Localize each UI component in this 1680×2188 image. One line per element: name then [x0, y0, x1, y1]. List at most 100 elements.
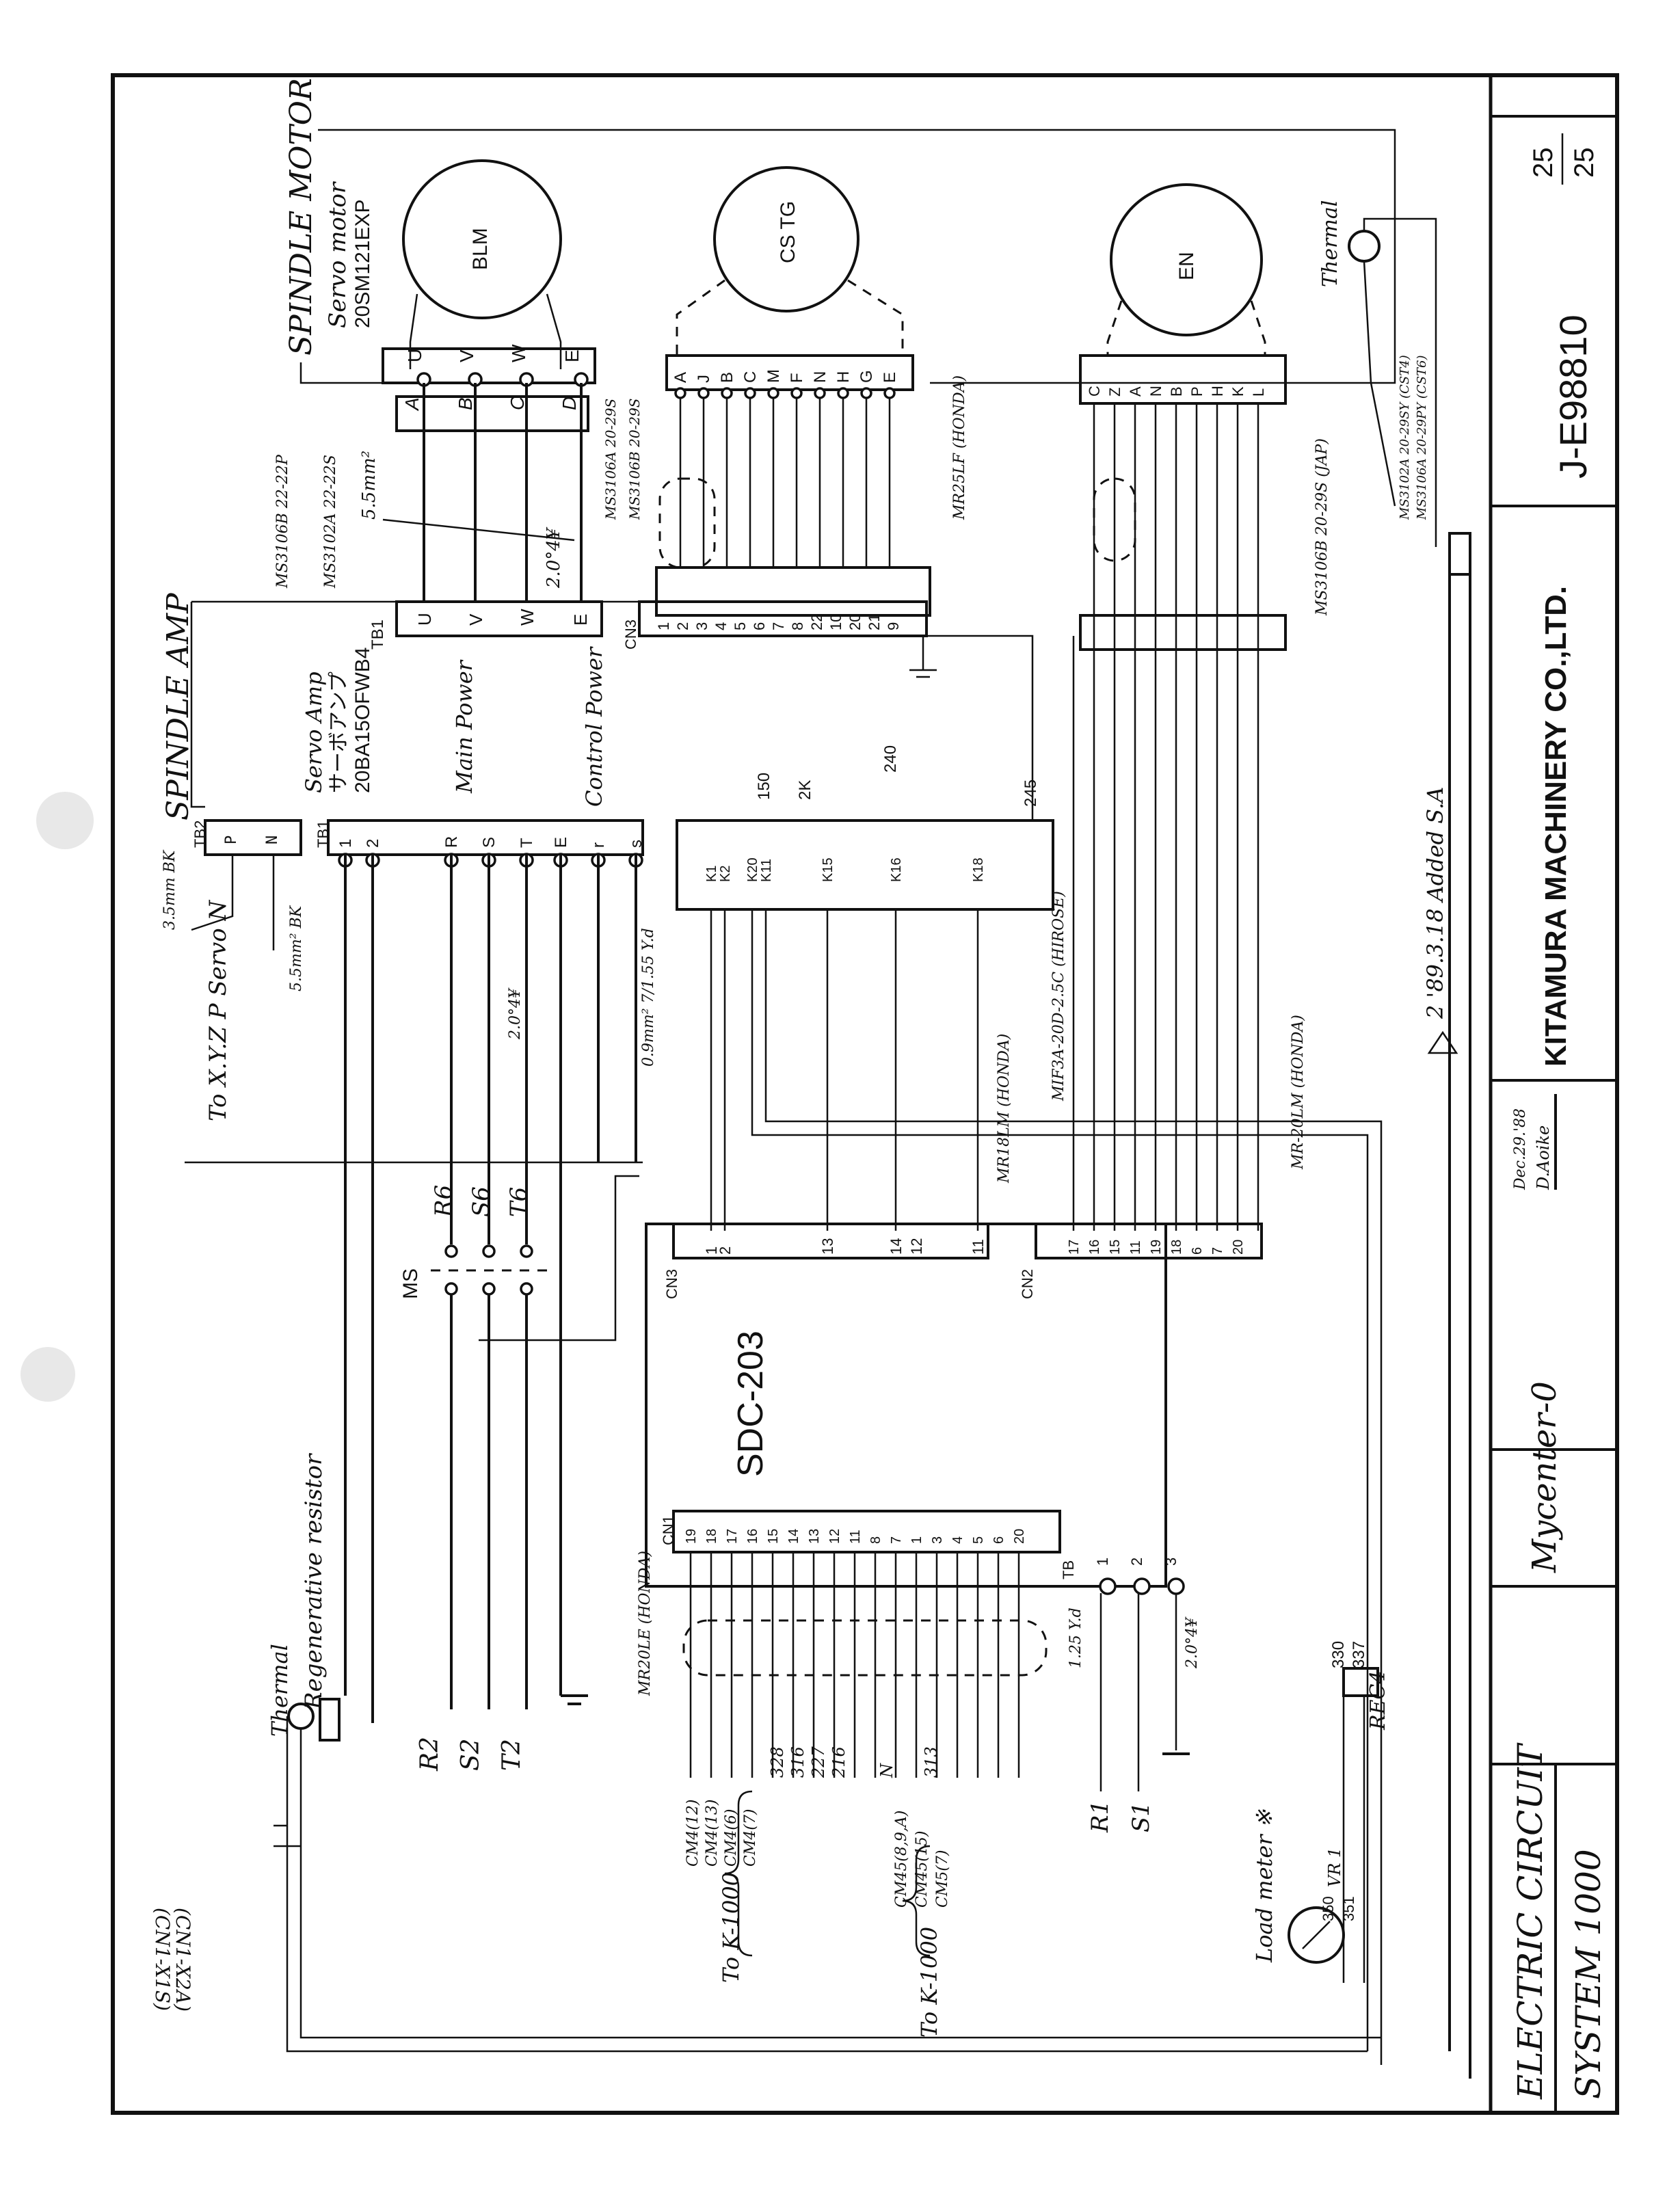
amp-cn3-pin: 10	[827, 614, 844, 630]
t2-label: T2	[498, 1739, 526, 1771]
wire-5-5-bk: 5.5mm² BK	[288, 905, 305, 991]
conn-thermal-2: MS3106A 20-29PY (CST6)	[1415, 355, 1429, 520]
servo-amp-model: 20BA15OFWB4	[351, 648, 374, 793]
to-xyz-servo: To X.Y.Z P Servo N	[204, 900, 232, 1121]
sdc-cn1-pin: 6	[991, 1536, 1006, 1544]
to-k1000-a: To K-1000	[718, 1872, 744, 1983]
blm-label: BLM	[469, 228, 492, 270]
sdc-cn2-pin: 20	[1231, 1240, 1246, 1255]
cstg-pin: M	[764, 369, 783, 383]
terminal-pin	[860, 387, 872, 399]
title-system-1000: SYSTEM 1000	[1569, 1849, 1608, 2099]
amp-cn3-pin: 5	[732, 622, 749, 630]
tb2-label: TB2	[191, 820, 209, 848]
ms-out-t6: T6	[505, 1187, 533, 1217]
conn-pin-b: B	[455, 397, 476, 410]
tb1-lower-label: TB1	[315, 820, 332, 848]
wire-0-9: 0.9mm² 7/1.55 Y.d	[640, 928, 657, 1067]
punch-hole-top	[36, 792, 94, 849]
terminal-pin	[790, 387, 803, 399]
conn-ms3106b-20-29s: MS3106B 20-29S	[626, 399, 643, 521]
cstg-pin: F	[788, 373, 806, 383]
tb1-lower-pin: T	[518, 838, 536, 848]
sheet-total: 25	[1569, 148, 1599, 178]
signal-245: 245	[1022, 779, 1040, 807]
revision-block: 2 '89.3.18 Added S.A	[1422, 787, 1458, 1054]
en-pin: K	[1229, 386, 1246, 397]
sdc-cn2-pin: 6	[1190, 1247, 1205, 1255]
revision-note: 2 '89.3.18 Added S.A	[1422, 787, 1448, 1019]
cstg-pin: N	[811, 371, 829, 383]
sdc-cn3-pin: 1	[703, 1246, 720, 1255]
terminal-pin	[837, 387, 849, 399]
tb1-pin-u: U	[414, 613, 435, 626]
spindle-amp-section: SPINDLE AMP Servo Amp サーボアンプ 20BA15OFWB4…	[161, 592, 1307, 1723]
tb1-lower-pin: 2	[364, 839, 382, 848]
conn-ms3102a-22-22s: MS3102A 22-22S	[322, 455, 339, 589]
sdc-cn2-pin: 18	[1169, 1240, 1184, 1255]
sdc-cn1-pin: 17	[725, 1529, 740, 1544]
ms-label: MS	[399, 1268, 422, 1299]
blm-pin-w: W	[508, 344, 529, 362]
amp-cn3-pin: 3	[693, 622, 710, 630]
cm45-label: CM5(7)	[934, 1850, 951, 1908]
tb1-lower-pin: S	[480, 837, 498, 848]
k-pin: K11	[759, 859, 774, 882]
conn-ms3106a-20-29s: MS3106A 20-29S	[602, 399, 619, 520]
blm-motor-symbol	[402, 159, 562, 319]
spindle-motor-title: SPINDLE MOTOR	[284, 78, 319, 356]
tb2-pin-n: N	[264, 836, 281, 844]
load-meter-label: Load meter ※	[1251, 1809, 1277, 1963]
k-pins-connector: MIF3A-20D-2.5C (HIROSE)	[1050, 891, 1067, 1102]
vr1-label: VR 1	[1325, 1847, 1344, 1887]
cm45-label: CM45(15)	[914, 1830, 931, 1908]
amp-cn3-pin: 6	[751, 622, 768, 630]
amp-cn3-pin: 9	[885, 622, 902, 630]
tb1-pin-v: V	[466, 613, 486, 626]
cm4-label: CM4(12)	[684, 1799, 702, 1867]
mr20lm-label: MR-20LM (HONDA)	[1290, 1015, 1307, 1170]
amp-cn3-pin: 4	[712, 622, 730, 630]
sdc-cn1-pin: 18	[704, 1529, 719, 1544]
amp-cn3-pin: 22	[808, 614, 825, 630]
tb1-lower-pin: s	[627, 840, 645, 848]
blm-pin-v: V	[456, 349, 477, 362]
terminal-pin	[697, 387, 710, 399]
cm4-label: CM4(7)	[742, 1809, 759, 1867]
mr20le-label: MR20LE (HONDA)	[637, 1551, 654, 1696]
regenerative-resistor-label: Regenerative resistor	[300, 1453, 328, 1710]
sdc-cn1-pin: 3	[930, 1536, 945, 1544]
cn1-x1s: (CN1-X1S)	[151, 1908, 174, 2011]
tb1-upper-label: TB1	[369, 619, 387, 650]
wire-2-0-amp: 2.0°4¥	[507, 987, 524, 1040]
sdc-cn1-pin: 15	[766, 1529, 781, 1544]
sdc-cn2-label: CN2	[1019, 1269, 1036, 1299]
sheet-number: 25	[1528, 148, 1558, 178]
wire-1-25: 1.25 Y.d	[1067, 1607, 1084, 1668]
wire-number: 316	[788, 1746, 808, 1778]
drawn-by: D.Aoike	[1534, 1125, 1553, 1190]
title-electric-circuit: ELECTRIC CIRCUIT	[1510, 1742, 1550, 2100]
n330: 330	[1329, 1641, 1348, 1668]
amp-cn3-pin: 8	[789, 622, 806, 630]
left-thermal-label: Thermal	[267, 1644, 293, 1737]
tb1-lower-pin: R	[442, 836, 461, 848]
sdc-tb-pin-3: 3	[1162, 1558, 1179, 1566]
cm4-label: CM4(13)	[704, 1799, 721, 1867]
sdc-cn1-pin: 7	[889, 1536, 904, 1544]
conn-pin-c: C	[507, 396, 528, 410]
wire-number: 313	[922, 1746, 941, 1778]
s2-label: S2	[457, 1738, 485, 1771]
control-power-label: Control Power	[581, 646, 607, 807]
r2-label: R2	[416, 1737, 444, 1772]
sdc-cn1-pin: 8	[868, 1536, 883, 1544]
to-k1000-b: To K-1000	[916, 1927, 942, 2038]
servo-motor-model: 20SM121EXP	[351, 200, 374, 328]
cn1-x2a: (CN1-X2A)	[172, 1908, 194, 2012]
en-pin: L	[1250, 388, 1267, 397]
en-pin: B	[1168, 386, 1185, 397]
s1-label: S1	[1128, 1802, 1155, 1832]
r1-label: R1	[1086, 1800, 1114, 1833]
conn-mr25lf: MR25LF (HONDA)	[951, 375, 968, 520]
tb1-pin-w: W	[517, 609, 537, 626]
